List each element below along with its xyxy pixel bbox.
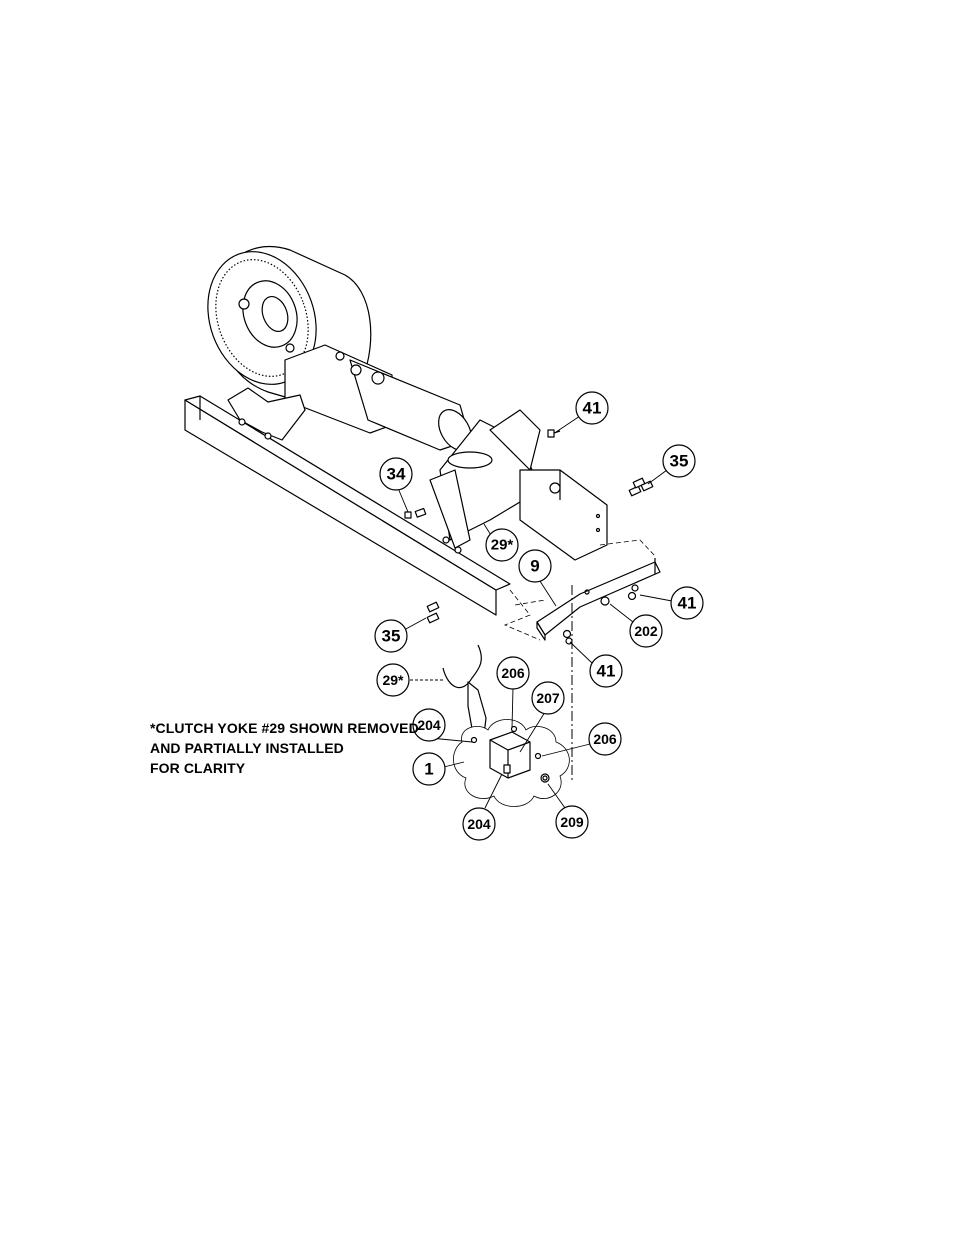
callout-209: 209 [555,805,589,839]
housing-support [227,387,306,441]
callout-41-top: 41 [575,391,609,425]
svg-text:207: 207 [536,690,560,706]
svg-text:206: 206 [593,731,617,747]
svg-text:35: 35 [382,627,401,646]
svg-text:204: 204 [417,717,441,733]
callout-41-right: 41 [670,586,704,620]
callout-206-lower: 206 [588,722,622,756]
svg-text:29*: 29* [382,672,404,688]
svg-text:35: 35 [670,452,689,471]
svg-text:41: 41 [583,399,602,418]
callout-41-lower: 41 [589,654,623,688]
svg-text:202: 202 [634,623,658,639]
channel-rail [184,395,511,616]
callout-29-lower: 29* [376,663,410,697]
transmission-body [284,344,472,451]
hardware [404,429,654,645]
callout-29-upper: 29* [485,528,519,562]
callout-34: 34 [379,457,413,491]
detail-cloud [453,719,570,807]
note-line-3: FOR CLARITY [150,760,246,776]
clarity-note: *CLUTCH YOKE #29 SHOWN REMOVED AND PARTI… [150,718,419,778]
callout-9: 9 [518,549,552,583]
callout-204-upper: 204 [412,708,446,742]
bolts-35-left [426,601,440,624]
lower-bracket [536,558,661,641]
callout-204-lower: 204 [462,807,496,841]
clutch-yoke [442,644,487,741]
callout-202: 202 [629,614,663,648]
svg-text:1: 1 [424,760,433,779]
svg-text:206: 206 [501,665,525,681]
svg-text:34: 34 [387,465,406,484]
callout-35-left: 35 [374,619,408,653]
svg-text:41: 41 [678,594,697,613]
bolt-41-top [547,429,561,438]
callout-207: 207 [531,681,565,715]
center-mount [429,409,541,554]
right-crossmember [519,469,608,561]
callout-35-right: 35 [662,444,696,478]
svg-text:41: 41 [597,662,616,681]
callout-206-upper: 206 [496,656,530,690]
bolts-35-right [628,477,654,497]
bolts-34 [404,507,427,519]
svg-text:9: 9 [530,557,539,576]
note-line-2: AND PARTIALLY INSTALLED [150,740,344,756]
callout-1: 1 [412,752,446,786]
svg-text:204: 204 [467,816,491,832]
svg-text:29*: 29* [491,537,514,554]
svg-text:209: 209 [560,814,584,830]
note-line-1: *CLUTCH YOKE #29 SHOWN REMOVED [150,720,419,736]
